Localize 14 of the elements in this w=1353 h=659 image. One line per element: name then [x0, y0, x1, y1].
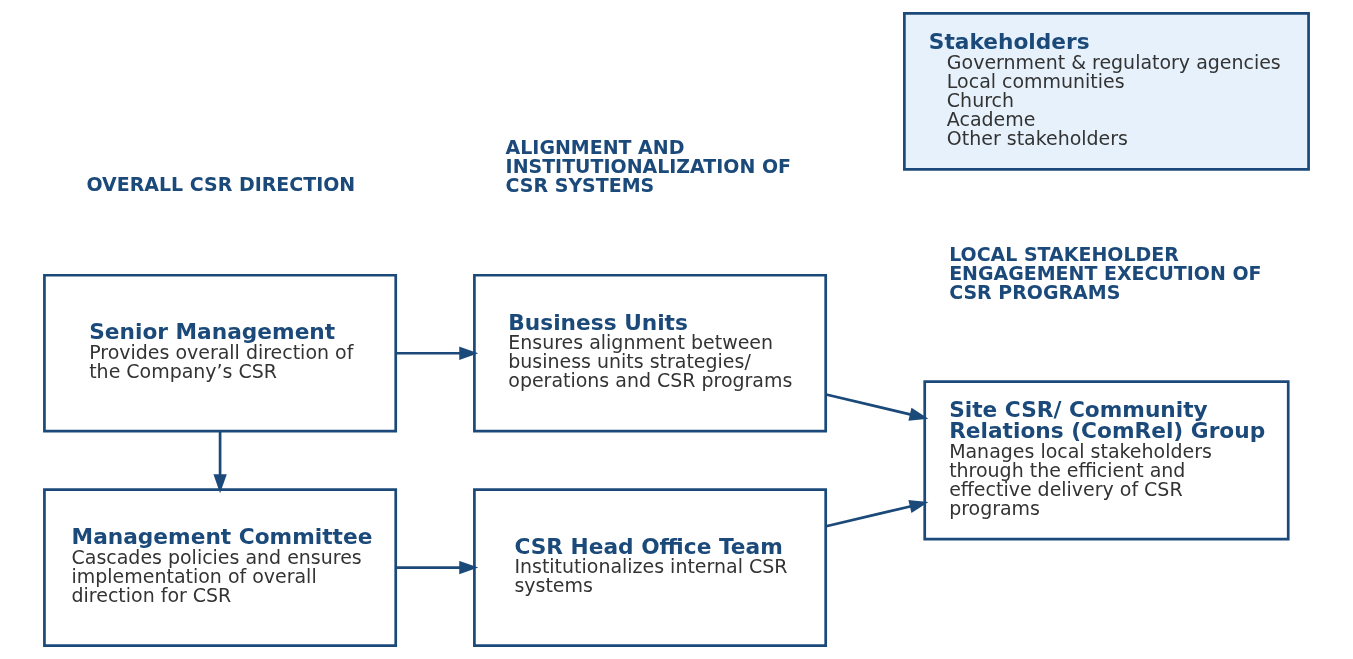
arrow: [395, 560, 479, 575]
label: ALIGNMENT AND INSTITUTIONALIZATION OF CSR SYSTEMS: [505, 136, 791, 197]
arrow: [825, 500, 929, 528]
label: LOCAL STAKEHOLDER ENGAGEMENT EXECUTION OF CSR PROGRAMS: [949, 243, 1262, 304]
label: OVERALL CSR DIRECTION: [86, 173, 356, 196]
node-box: CSR Head Office Team Institutionalizes internal CSR systems: [473, 488, 828, 647]
arrow: [213, 431, 227, 494]
node-box: Senior Management Provides overall direction of the Company’s CSR: [43, 273, 398, 433]
node-box: Management Committee Cascades policies and ensures implementation of overall direction for CSR: [43, 488, 398, 647]
node-box: Stakeholders Government & regulatory agencies Local communities Church Academe Other stakeholders: [903, 12, 1310, 171]
arrow: [825, 393, 929, 421]
arrow: [395, 346, 479, 360]
node-box: Business Units Ensures alignment between business units strategies/ operations and CSR programs: [473, 273, 828, 433]
node-box: Site CSR/ Community Relations (ComRel) Group Manages local stakeholders through the efficient and effective delivery of CSR programs: [923, 380, 1290, 541]
